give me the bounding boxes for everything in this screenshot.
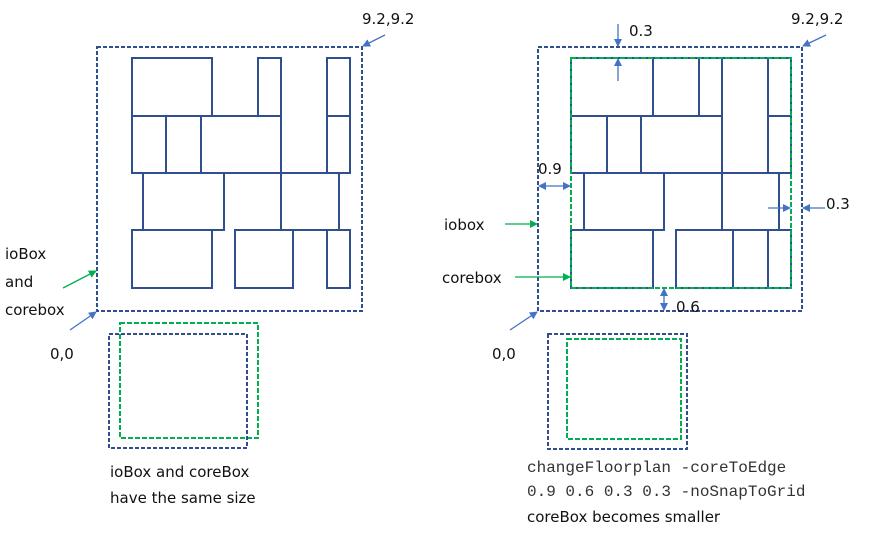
margin-right-label: 0.3 [826, 195, 850, 213]
iobox-small [108, 333, 248, 449]
block [326, 229, 351, 289]
corner-bottom-label: 0,0 [50, 345, 74, 363]
macro-blocks [131, 57, 351, 289]
block [326, 57, 351, 117]
block [200, 115, 282, 174]
block [570, 57, 654, 117]
block [131, 229, 213, 289]
corner-bottom-label: 0,0 [492, 345, 516, 363]
block [732, 229, 769, 289]
block [640, 115, 723, 174]
arrow-icon [802, 34, 827, 47]
margin-left-label: 0.9 [538, 160, 562, 178]
arrow-icon [62, 270, 97, 289]
block [570, 229, 654, 289]
block [131, 57, 213, 117]
block [767, 57, 792, 117]
command-line: changeFloorplan -coreToEdge [527, 459, 786, 477]
caption: coreBox becomes smaller [527, 508, 721, 526]
arrow-icon [69, 311, 97, 331]
corebox-label: corebox [442, 269, 502, 287]
block [721, 172, 780, 231]
caption-line: ioBox and coreBox [110, 463, 249, 481]
block [131, 115, 167, 174]
label-line: corebox [5, 301, 65, 319]
block [326, 115, 351, 174]
arrow-icon [362, 34, 386, 47]
block [583, 172, 665, 231]
corebox-outline [570, 57, 792, 289]
margin-top-label: 0.3 [629, 22, 653, 40]
arrow-icon [509, 311, 538, 331]
iobox-small [547, 333, 688, 450]
block [721, 57, 769, 174]
label-line: ioBox [5, 245, 46, 263]
corner-top-label: 9.2,9.2 [791, 10, 843, 28]
iobox-label: iobox [444, 216, 485, 234]
caption-line: have the same size [110, 489, 256, 507]
block [142, 172, 225, 231]
iobox-outline [96, 46, 363, 312]
right-floorplan: 9.2,9.2 0.3 0.9 0.3 0.6 iobox corebox 0,… [442, 10, 850, 526]
command-line: 0.9 0.6 0.3 0.3 -noSnapToGrid [527, 483, 805, 501]
macro-blocks [570, 57, 792, 289]
block [165, 115, 202, 174]
block [257, 57, 282, 117]
block [234, 229, 294, 289]
left-floorplan: 9.2,9.2 ioBox and corebox 0,0 ioBox and … [5, 10, 414, 507]
block [767, 229, 792, 289]
block [698, 57, 723, 117]
margin-bottom-label: 0.6 [676, 298, 700, 316]
corner-top-label: 9.2,9.2 [362, 10, 414, 28]
label-line: and [5, 273, 33, 291]
block [652, 57, 700, 117]
block [606, 115, 642, 174]
corebox-small [119, 322, 259, 439]
block [570, 115, 608, 174]
block [280, 172, 340, 231]
block [767, 115, 792, 174]
corebox-small [566, 338, 682, 440]
iobox-outline [537, 46, 803, 312]
block [675, 229, 734, 289]
